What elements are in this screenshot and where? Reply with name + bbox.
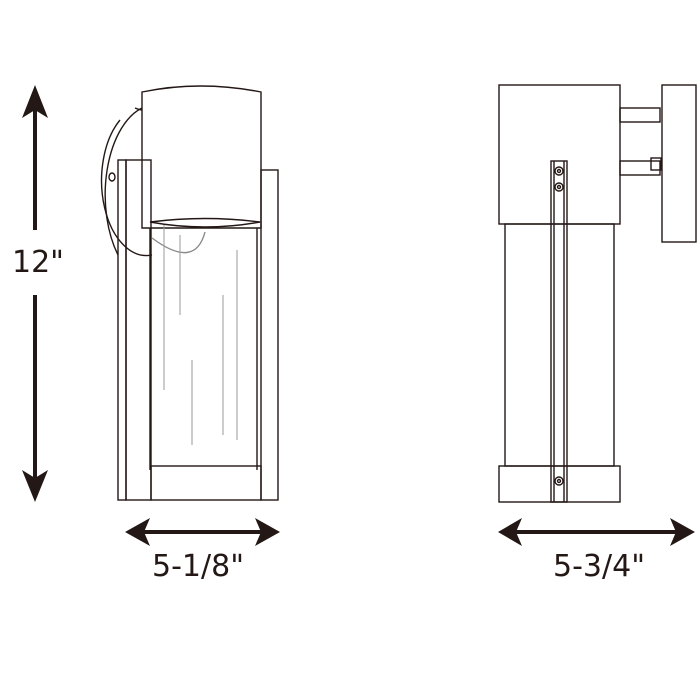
height-label: 12" [12,245,64,280]
side-view [498,84,697,503]
front-view [100,85,279,501]
front-width-label: 5-1/8" [152,549,244,584]
side-depth-label: 5-3/4" [553,549,645,584]
